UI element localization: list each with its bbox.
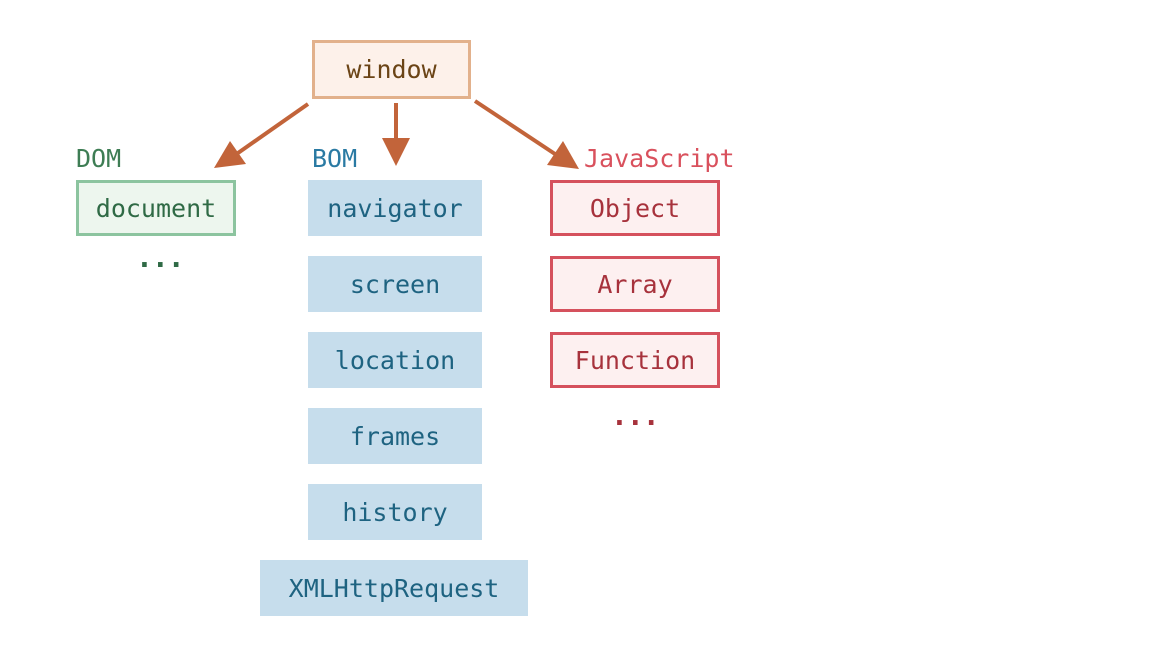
- javascript-more-ellipsis: ...: [611, 399, 660, 432]
- function-label: Function: [574, 345, 696, 375]
- frames-label: frames: [349, 421, 441, 451]
- bom-heading: BOM: [312, 144, 358, 173]
- location-node: location: [308, 332, 482, 388]
- dom-heading: DOM: [76, 144, 122, 173]
- window-node: window: [312, 40, 471, 99]
- screen-node: screen: [308, 256, 482, 312]
- javascript-heading: JavaScript: [584, 144, 735, 173]
- object-node: Object: [550, 180, 720, 236]
- array-label: Array: [597, 269, 673, 299]
- window-label: window: [346, 55, 437, 84]
- screen-label: screen: [349, 269, 441, 299]
- history-node: history: [308, 484, 482, 540]
- navigator-node: navigator: [308, 180, 482, 236]
- arrow-window-to-javascript: [473, 99, 579, 169]
- history-label: history: [342, 497, 448, 527]
- navigator-label: navigator: [327, 193, 463, 223]
- xmlhttprequest-label: XMLHttpRequest: [288, 573, 500, 603]
- xmlhttprequest-node: XMLHttpRequest: [260, 560, 528, 616]
- document-node: document: [76, 180, 236, 236]
- frames-node: frames: [308, 408, 482, 464]
- dom-more-ellipsis: ...: [136, 241, 185, 274]
- document-label: document: [95, 193, 217, 223]
- arrow-window-to-dom: [214, 102, 310, 168]
- array-node: Array: [550, 256, 720, 312]
- arrow-window-to-bom: [382, 103, 410, 166]
- location-label: location: [334, 345, 456, 375]
- object-label: Object: [589, 193, 681, 223]
- function-node: Function: [550, 332, 720, 388]
